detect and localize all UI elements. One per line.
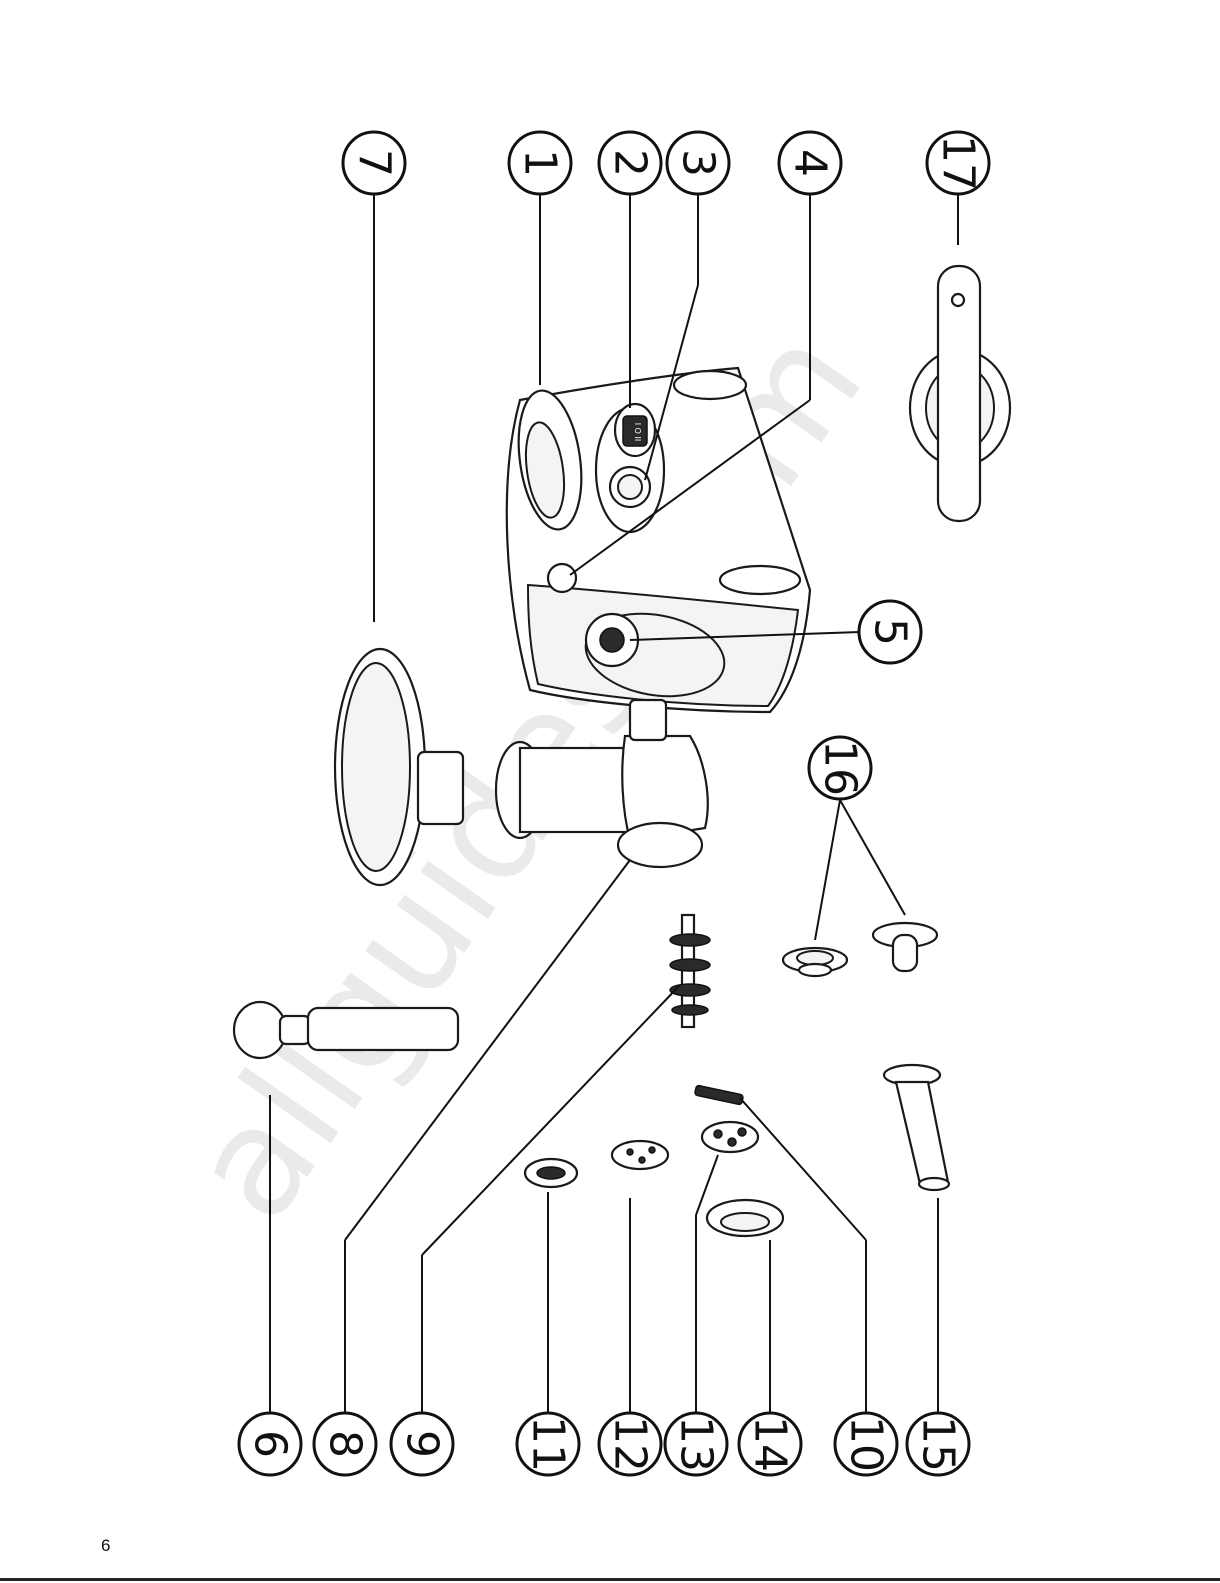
svg-text:4: 4 [785,149,836,177]
ring-nut [707,1200,783,1236]
callout-5: 5 [859,601,921,663]
page-number: 6 [101,1536,110,1556]
callout-1: 1 [509,132,571,194]
feed-screw [670,915,710,1027]
svg-text:5: 5 [865,618,916,646]
svg-text:8: 8 [320,1430,371,1458]
callout-13: 13 [665,1413,727,1475]
callout-3: 3 [667,132,729,194]
svg-text:12: 12 [605,1416,656,1472]
svg-text:1: 1 [515,149,566,177]
sausage-adapters [783,923,937,976]
callout-17: 17 [927,132,989,194]
svg-text:2: 2 [605,149,656,177]
callout-6: 6 [239,1413,301,1475]
svg-text:11: 11 [523,1416,574,1472]
cutting-plate-13 [702,1122,758,1152]
callout-14: 14 [739,1413,801,1475]
cutting-plate-12 [612,1141,668,1169]
svg-text:3: 3 [673,149,724,177]
svg-text:16: 16 [815,740,866,796]
switch-labels: I O II [633,423,642,441]
callout-4: 4 [779,132,841,194]
svg-text:6: 6 [245,1430,296,1458]
callout-9: 9 [391,1413,453,1475]
lock-button [548,564,576,592]
callout-15: 15 [907,1413,969,1475]
cutting-plate-11 [525,1159,577,1187]
cutting-knife [694,1085,743,1105]
on-off-switch: I O II [615,404,655,456]
callout-10: 10 [835,1413,897,1475]
callout-16: 16 [809,737,871,799]
svg-text:7: 7 [349,149,400,177]
svg-text:10: 10 [841,1416,892,1472]
sausage-funnel [884,1065,949,1190]
svg-text:15: 15 [913,1416,964,1472]
callout-8: 8 [314,1413,376,1475]
svg-text:13: 13 [671,1416,722,1472]
callout-2: 2 [599,132,661,194]
svg-text:17: 17 [933,135,984,191]
callout-7: 7 [343,132,405,194]
kibbeh-attachment [910,266,1010,521]
callout-11: 11 [517,1413,579,1475]
svg-text:14: 14 [745,1416,796,1472]
svg-text:9: 9 [397,1430,448,1458]
callout-12: 12 [599,1413,661,1475]
pusher [234,1002,458,1058]
reverse-button [610,467,650,507]
bottom-rule [0,1578,1220,1581]
